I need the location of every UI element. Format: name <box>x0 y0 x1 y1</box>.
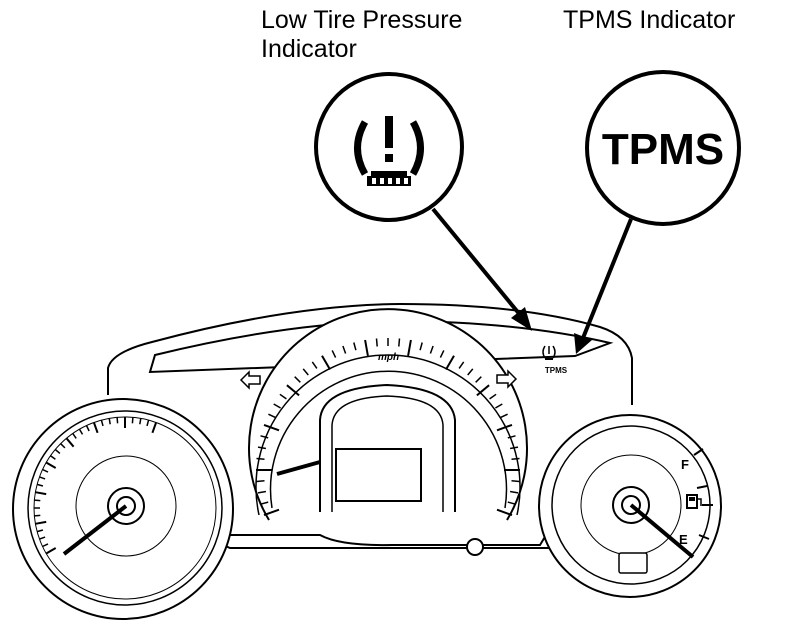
gauge-tick <box>495 403 503 409</box>
gauge-tick <box>511 480 520 483</box>
gauge-tick <box>509 446 519 450</box>
fuel-pump-icon <box>686 494 702 509</box>
tpms-leader-arrow <box>574 218 633 354</box>
gauge-tick <box>78 428 84 435</box>
gauge-tick <box>419 342 423 351</box>
gauge-tick <box>36 483 44 487</box>
gauge-tick <box>496 508 513 517</box>
gauge-tick <box>36 529 44 533</box>
gauge-tick <box>35 491 47 496</box>
low-tire-callout-line2: Indicator <box>261 35 357 63</box>
gauge-tick <box>108 418 111 425</box>
gauge-tick <box>364 339 369 356</box>
tachometer-gauge <box>12 398 234 620</box>
gauge-tick <box>50 455 56 460</box>
gauge-tick <box>500 413 508 419</box>
gauge-tick <box>375 338 378 347</box>
tpms-callout-label: TPMS Indicator <box>563 6 736 34</box>
gauge-tick <box>92 422 99 434</box>
gauge-tick <box>342 345 347 354</box>
gauge-tick <box>260 501 269 505</box>
gauge-tick <box>489 393 497 400</box>
fuel-full-label: F <box>681 457 689 472</box>
gauge-tick <box>42 468 49 473</box>
gauge-tick <box>45 461 57 469</box>
gauge-tick <box>268 413 276 419</box>
gauge-tick <box>353 342 357 351</box>
gauge-tick <box>286 384 300 397</box>
speedometer-gauge: mph <box>248 308 528 521</box>
gauge-tick <box>34 514 41 517</box>
trip-reset-knob-icon[interactable] <box>466 538 484 556</box>
gauge-tick <box>85 425 90 432</box>
low-tire-indicator-lamp <box>542 345 556 360</box>
gauge-tick <box>139 418 142 425</box>
gauge-tick <box>475 376 482 383</box>
gauge-tick <box>257 446 267 450</box>
gauge-tick <box>54 448 61 454</box>
low-tire-leader-arrow <box>431 207 532 331</box>
gauge-tick <box>131 417 134 424</box>
gauge-tick <box>45 547 57 555</box>
gauge-tick <box>42 543 49 548</box>
gauge-tick <box>511 457 520 460</box>
tpms-indicator-lamp: TPMS <box>545 366 568 375</box>
tpms-badge-text: TPMS <box>602 125 724 174</box>
gauge-tick <box>256 457 265 460</box>
gauge-tick <box>507 501 516 505</box>
gauge-tick <box>496 423 513 432</box>
gauge-tick <box>429 345 434 354</box>
gauge-tick <box>72 433 77 439</box>
gauge-tick <box>39 476 46 480</box>
gauge-tick <box>39 536 46 540</box>
gauge-tick <box>263 423 280 432</box>
fuel-needle <box>629 503 695 559</box>
tachometer-needle <box>62 504 128 556</box>
gauge-tick <box>65 437 75 448</box>
gauge-tick <box>35 520 47 525</box>
gauge-tick <box>331 350 337 358</box>
left-turn-arrow-icon <box>239 370 261 390</box>
gauge-tick <box>398 338 401 347</box>
tpms-zoom-badge: TPMS <box>585 70 741 226</box>
low-tire-pressure-icon <box>354 116 424 186</box>
low-tire-callout-line1: Low Tire Pressure <box>261 6 463 34</box>
right-turn-arrow-icon <box>496 369 518 389</box>
gauge-tick <box>146 419 150 427</box>
gauge-tick <box>507 435 516 439</box>
fuel-empty-label: E <box>679 532 688 547</box>
gauge-tick <box>311 361 318 369</box>
fuel-gauge: F E <box>538 414 722 598</box>
gauge-tick <box>509 490 519 494</box>
gauge-tick <box>476 384 490 397</box>
gauge-tick <box>260 435 269 439</box>
gauge-tick <box>257 490 267 494</box>
gauge-tick <box>445 355 455 371</box>
gauge-tick <box>458 361 465 369</box>
multi-info-display <box>335 448 422 502</box>
gauge-tick <box>60 443 66 449</box>
gauge-tick <box>273 403 281 409</box>
gauge-tick <box>439 350 445 358</box>
gauge-tick <box>279 393 287 400</box>
gauge-tick <box>100 419 104 427</box>
gauge-tick <box>263 508 280 517</box>
gauge-tick <box>321 355 331 371</box>
gauge-tick <box>302 368 309 376</box>
gauge-tick <box>467 368 474 376</box>
gauge-tick <box>407 339 412 356</box>
gauge-tick <box>34 499 41 502</box>
gauge-tick <box>294 376 301 383</box>
speed-unit-label: mph <box>378 352 399 363</box>
gauge-tick <box>151 422 158 434</box>
speedometer-needle <box>276 460 321 476</box>
gauge-tick <box>116 417 119 424</box>
gauge-tick <box>256 480 265 483</box>
low-tire-zoom-badge <box>314 72 464 222</box>
